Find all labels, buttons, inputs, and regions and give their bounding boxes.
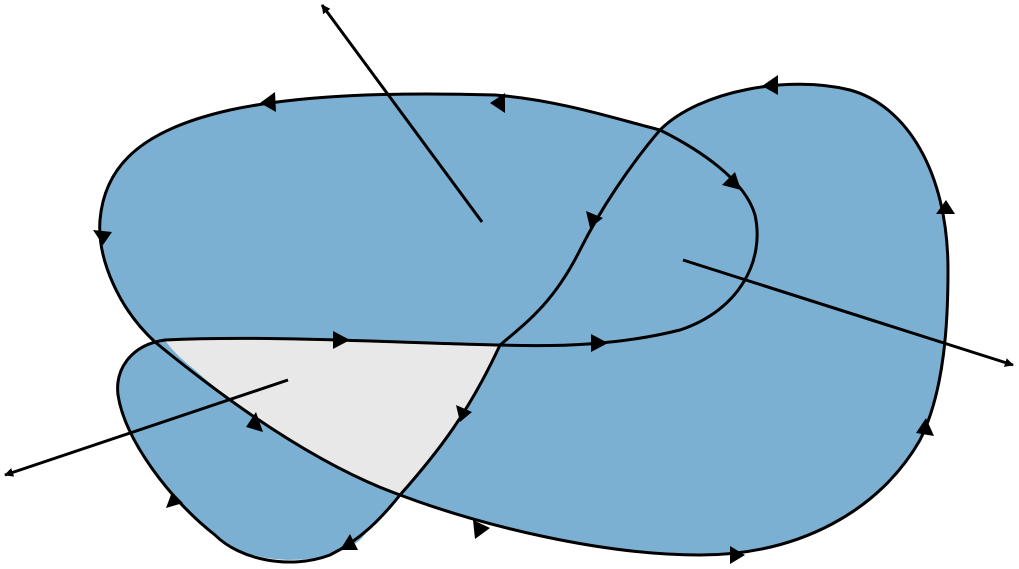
- direction-arrow: [340, 534, 358, 550]
- direction-arrow: [93, 230, 112, 245]
- filled-regions: [99, 84, 949, 560]
- direction-arrow: [722, 172, 741, 190]
- direction-arrow: [473, 520, 490, 539]
- direction-arrow: [490, 93, 505, 113]
- direction-arrow: [916, 418, 934, 436]
- direction-arrow: [456, 405, 472, 422]
- blue-region-left-lobe: [117, 342, 400, 560]
- normal-vector-upper: [320, 4, 484, 223]
- uncovered-triangle-region: [165, 338, 500, 495]
- direction-arrow: [591, 334, 608, 352]
- normal-vectors: [4, 4, 1014, 477]
- direction-arrow: [936, 200, 955, 214]
- direction-arrow: [730, 546, 745, 564]
- direction-arrow: [333, 331, 350, 349]
- direction-arrow: [166, 492, 183, 508]
- normal-vector-left: [4, 378, 289, 477]
- direction-arrows: [93, 75, 955, 564]
- direction-arrow: [762, 75, 778, 95]
- direction-arrow: [586, 211, 603, 228]
- direction-arrow: [246, 412, 263, 432]
- curve-segment-inner-loop: [116, 82, 950, 564]
- direction-arrow: [260, 92, 276, 112]
- normal-vector-right: [682, 258, 1014, 367]
